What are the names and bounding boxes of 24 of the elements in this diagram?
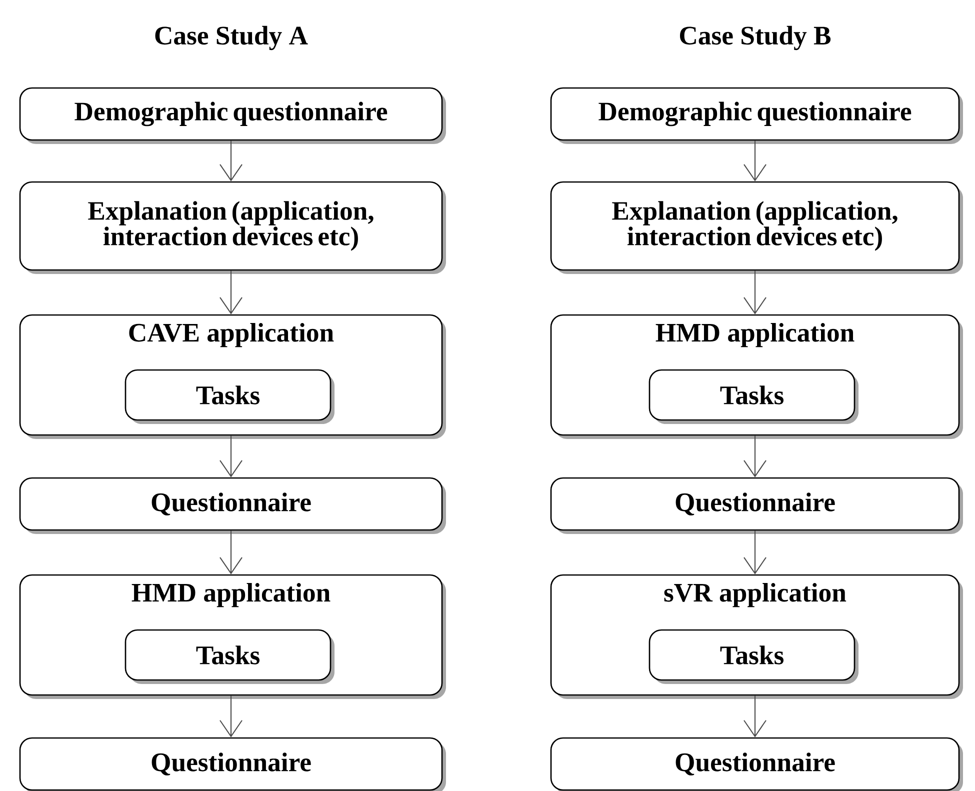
arrow xyxy=(744,436,766,478)
step-box: Demographic questionnaire xyxy=(550,87,963,144)
task-box: Tasks xyxy=(124,629,334,684)
arrow xyxy=(220,140,242,182)
step-box: Explanation (application, interaction devices etc) xyxy=(19,181,446,274)
step-box: Questionnaire xyxy=(550,477,963,534)
step-box: Explanation (application, interaction devices etc) xyxy=(550,181,963,274)
column-heading: Case Study A xyxy=(155,26,308,50)
arrow xyxy=(744,270,766,314)
task-box: Tasks xyxy=(648,629,858,684)
arrow xyxy=(220,436,242,478)
step-box: Questionnaire xyxy=(19,477,446,534)
task-box: Tasks xyxy=(124,369,334,424)
arrow xyxy=(744,530,766,574)
arrow xyxy=(220,270,242,314)
task-box: Tasks xyxy=(648,369,858,424)
step-box: Demographic questionnaire xyxy=(19,87,446,144)
arrow xyxy=(744,140,766,182)
arrow xyxy=(220,696,242,738)
step-box: Questionnaire xyxy=(19,737,446,791)
column-heading: Case Study B xyxy=(680,26,831,50)
step-box: Questionnaire xyxy=(550,737,963,791)
arrow xyxy=(220,530,242,574)
arrow xyxy=(744,696,766,738)
